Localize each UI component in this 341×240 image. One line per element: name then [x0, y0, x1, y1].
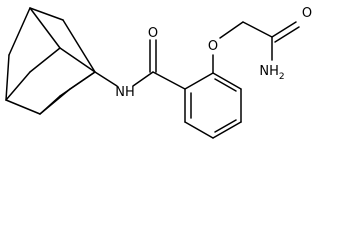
benzene-ring [184, 72, 242, 139]
bond [59, 47, 96, 73]
bond [29, 7, 61, 49]
bond [29, 47, 61, 73]
amine-nh-text: NH [259, 64, 279, 79]
atom-labels: O NH O O NH2 [115, 6, 312, 100]
oxyacetamide-chain [212, 21, 300, 74]
bond [5, 99, 41, 115]
bond [62, 19, 96, 73]
amide-linkage [94, 39, 186, 90]
ether-oxygen-label: O [208, 39, 218, 54]
bond [59, 71, 96, 97]
carbonyl-oxygen-label: O [302, 6, 312, 21]
bond [212, 72, 242, 90]
bond [29, 7, 64, 21]
bond [212, 121, 242, 139]
bond [5, 54, 10, 101]
bond [8, 7, 31, 56]
adamantyl-group [5, 7, 96, 115]
bond [152, 71, 186, 90]
bond [219, 21, 244, 39]
bond [184, 121, 214, 139]
amine-nh2-label: NH2 [259, 64, 284, 82]
amide-oxygen-label: O [148, 26, 158, 41]
bond [94, 71, 118, 87]
aromatic-inner-bond [214, 119, 237, 133]
amide-nh-label: NH [115, 85, 135, 100]
bond [184, 72, 214, 90]
bond [5, 71, 31, 101]
bond [242, 21, 273, 38]
bond [39, 95, 61, 115]
aromatic-inner-bond [214, 78, 237, 92]
bond [132, 71, 154, 87]
amine-subscript-2: 2 [279, 72, 285, 82]
double-bond [274, 26, 300, 43]
double-bond [271, 21, 297, 38]
molecule-structure-diagram: O NH O O NH2 [5, 6, 312, 139]
